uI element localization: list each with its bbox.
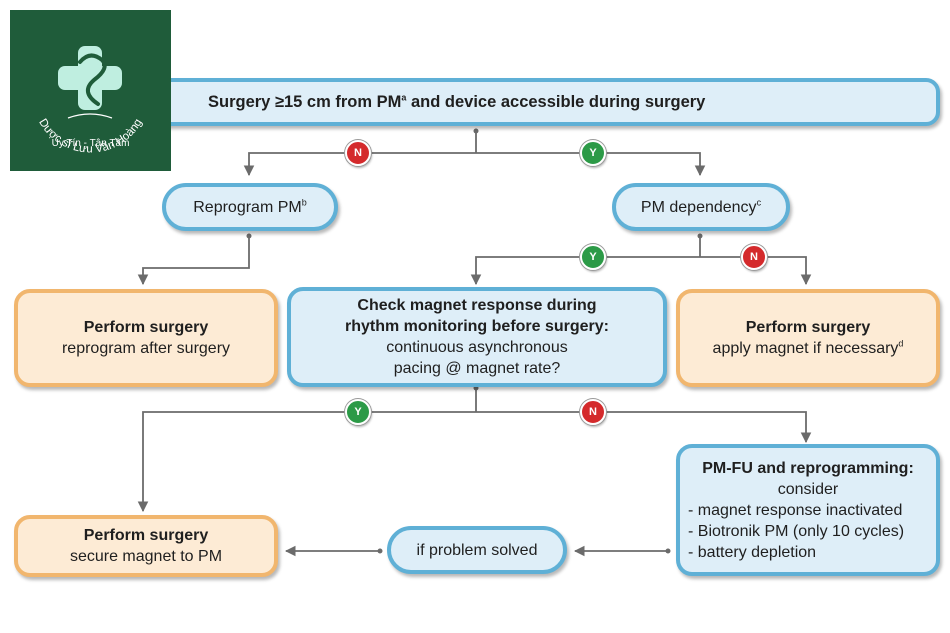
perform-secure-title: Perform surgery [83,527,209,544]
perform-reprogram-detail: reprogram after surgery [61,340,231,357]
connector-magnet-to-secure [137,411,476,513]
reprogram-label: Reprogram PM [193,198,302,216]
dependency-text: PM dependencyc [641,197,761,218]
top-question-box: Surgery ≥15 cm from PMa and device acces… [118,78,940,126]
magnet-check-title-1: Check magnet response during [357,297,597,314]
footnote-c: c [756,197,762,208]
pm-fu-consider: consider [777,480,839,498]
pm-fu-list: - magnet response inactivated - Biotroni… [680,500,936,563]
dependency-label: PM dependency [640,198,757,216]
footnote-b: b [301,197,307,208]
connector-top-to-dependency [476,152,706,177]
badge-yes-top: Y [580,140,606,166]
connector-top-to-reprogram [243,152,476,177]
brand-name-arc: Dược sĩ Lưu Văn Hoàng [36,117,144,156]
magnet-check-box: Check magnet response during rhythm moni… [287,287,667,387]
svg-text:Dược sĩ Lưu Văn Hoàng: Dược sĩ Lưu Văn Hoàng [36,117,144,156]
connector-dependency-to-perform-magnet [700,256,812,286]
footnote-d: d [898,338,904,349]
top-question-post: and device accessible during surgery [406,92,706,111]
magnet-check-title-2: rhythm monitoring before surgery: [344,318,610,335]
badge-no-dependency: N [741,244,767,270]
perform-magnet-box: Perform surgery apply magnet if necessar… [676,289,940,387]
pm-fu-item: - magnet response inactivated [688,501,903,519]
badge-no-magnet: N [580,399,606,425]
pm-fu-title: PM-FU and reprogramming: [702,459,914,477]
footnote-a: a [401,92,407,102]
badge-yes-dependency: Y [580,244,606,270]
perform-magnet-title: Perform surgery [745,319,871,336]
problem-solved-text: if problem solved [416,541,538,559]
connector-magnet-to-pm-fu [476,411,812,444]
brand-motto: Uy Tín - Tận Tâm [51,138,130,149]
perform-reprogram-box: Perform surgery reprogram after surgery [14,289,278,387]
pm-fu-item: - battery depletion [688,543,817,561]
brand-logo: Dược sĩ Lưu Văn Hoàng Uy Tín - Tận Tâm [10,10,171,171]
badge-no-top: N [345,140,371,166]
connector-dependency-to-magnet-check [470,256,700,286]
problem-solved-box: if problem solved [387,526,567,574]
medical-cross-icon [58,46,122,119]
perform-reprogram-title: Perform surgery [83,319,209,336]
perform-magnet-detail-text: apply magnet if necessary [712,340,899,357]
brand-name: Dược sĩ Lưu Văn Hoàng [36,117,144,156]
dependency-box: PM dependencyc [612,183,790,231]
perform-secure-detail: secure magnet to PM [69,548,223,565]
reprogram-box: Reprogram PMb [162,183,338,231]
magnet-check-detail-2: pacing @ magnet rate? [393,360,561,377]
top-question-pre: Surgery ≥15 cm from PM [208,92,402,111]
perform-secure-box: Perform surgery secure magnet to PM [14,515,278,577]
pm-fu-box: PM-FU and reprogramming: consider - magn… [676,444,940,576]
badge-yes-magnet: Y [345,399,371,425]
pm-fu-item: - Biotronik PM (only 10 cycles) [688,522,905,540]
connector-reprogram-to-perform [137,235,250,286]
perform-magnet-detail: apply magnet if necessaryd [713,338,904,359]
top-question-text: Surgery ≥15 cm from PMa and device acces… [208,92,705,113]
magnet-check-detail-1: continuous asynchronous [386,339,568,356]
reprogram-text: Reprogram PMb [193,197,307,218]
